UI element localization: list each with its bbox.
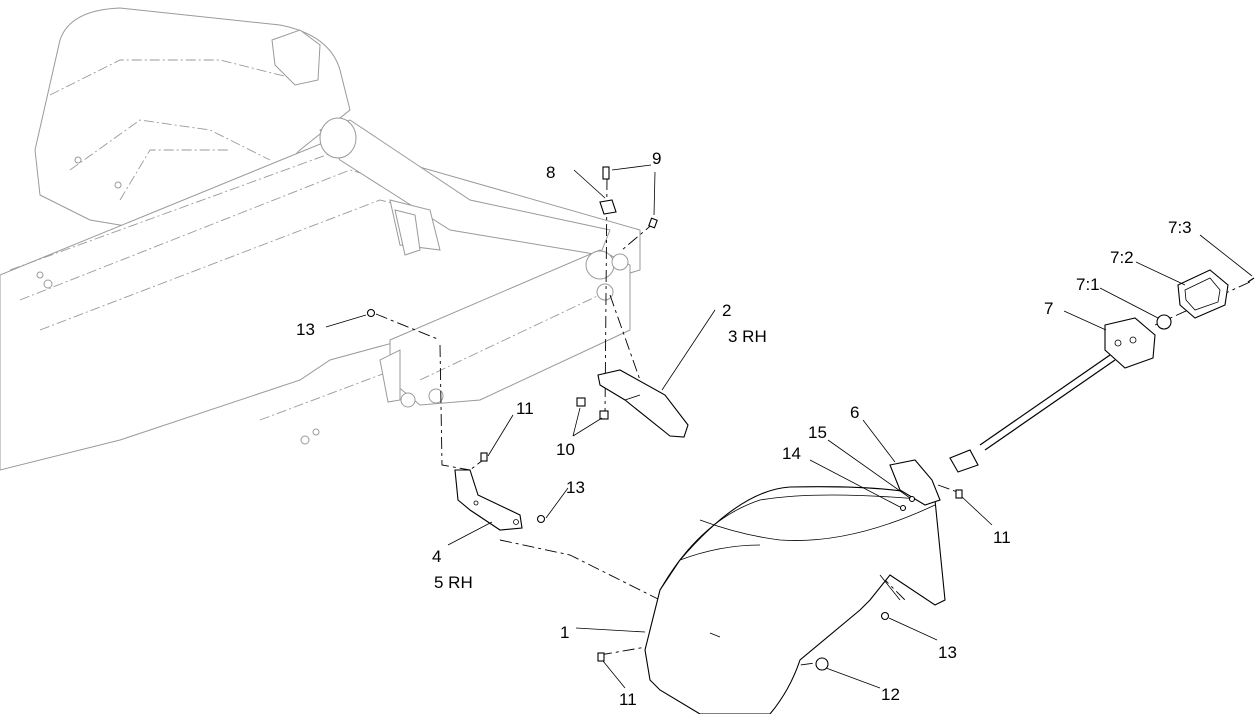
callout-11-bottom: 11: [619, 690, 637, 709]
callout-13-middle: 13: [566, 478, 585, 497]
tractor-frame-ghost: [0, 7, 641, 471]
callout-11-right: 11: [993, 528, 1011, 547]
callout-2: 2: [722, 301, 731, 320]
work-light-part-7: [949, 269, 1255, 473]
callout-7: 7: [1044, 299, 1053, 318]
callout-15: 15: [808, 423, 827, 442]
callout-7-3: 7:3: [1168, 218, 1192, 237]
callout-5-rh: 5 RH: [434, 573, 473, 592]
leader-lines: [325, 164, 1253, 689]
callout-7-2: 7:2: [1110, 248, 1134, 267]
callout-6: 6: [850, 403, 859, 422]
callout-12: 12: [881, 685, 900, 704]
callout-13-left: 13: [296, 320, 315, 339]
callout-8: 8: [546, 163, 555, 182]
callout-9: 9: [652, 149, 661, 168]
callout-7-1: 7:1: [1076, 275, 1100, 294]
fender-part-1: [644, 486, 946, 714]
bracket-part-2: [597, 369, 689, 438]
light-bracket-part-6: [889, 459, 941, 506]
callout-14: 14: [782, 444, 801, 463]
callout-11-top: 11: [516, 399, 534, 418]
callout-4: 4: [432, 547, 441, 566]
callout-labels: 1 2 3 RH 4 5 RH 6 7 7:1 7:2 7:3 8 9 10 1…: [296, 149, 1192, 709]
callout-13-right: 13: [938, 643, 957, 662]
mount-bracket-part-4: [454, 469, 523, 531]
callout-10: 10: [556, 440, 575, 459]
callout-3-rh: 3 RH: [728, 327, 767, 346]
callout-1: 1: [560, 623, 569, 642]
fasteners: [366, 166, 963, 671]
